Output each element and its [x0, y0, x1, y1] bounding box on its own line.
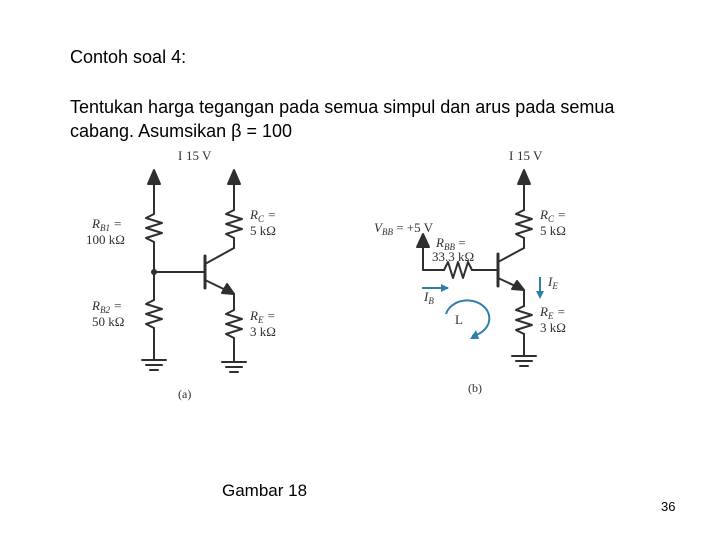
circuit-a-label: (a)	[178, 387, 191, 401]
question-line-2: cabang. Asumsikan β = 100	[70, 121, 292, 141]
svg-text:RC =: RC =	[539, 207, 566, 224]
supply-left-prefix: I	[178, 148, 182, 163]
svg-text:RE =: RE =	[249, 308, 275, 325]
rbb-sub: BB	[444, 242, 455, 252]
ground-b-icon	[511, 355, 537, 367]
loop-arrow-icon	[445, 299, 491, 337]
ie-name: I	[547, 274, 553, 289]
re-a-name: R	[249, 308, 258, 323]
rbb-value: 33.3 kΩ	[432, 249, 474, 264]
rb2-resistor-icon	[145, 299, 163, 329]
rb1-name: R	[91, 216, 100, 231]
circuit-b-label: (b)	[468, 381, 482, 395]
rb1-value: 100 kΩ	[86, 232, 125, 247]
supply-left-label: 15 V	[186, 148, 212, 163]
rbb-name: R	[435, 235, 444, 250]
svg-text:RC =: RC =	[249, 207, 276, 224]
ground-left-icon	[141, 359, 167, 371]
rb2-sub: B2	[100, 305, 110, 315]
re-a-sub: E	[257, 315, 264, 325]
loop-label: L	[455, 312, 463, 327]
svg-text:VBB = +5 V: VBB = +5 V	[374, 220, 434, 237]
svg-text:IE: IE	[547, 274, 558, 291]
rc-a-name: R	[249, 207, 258, 222]
rc-resistor-a-icon	[225, 209, 243, 239]
svg-text:RE =: RE =	[539, 304, 565, 321]
supply-b-label: 15 V	[517, 148, 543, 163]
svg-text:IB: IB	[423, 289, 434, 306]
page-number: 36	[661, 499, 676, 514]
rb2-value: 50 kΩ	[92, 314, 124, 329]
rc-b-name: R	[539, 207, 548, 222]
rc-resistor-b-icon	[515, 209, 533, 239]
supply-arrow-b-icon	[517, 169, 531, 185]
figure-caption: Gambar 18	[222, 481, 308, 500]
transistor-b-icon	[496, 247, 525, 291]
re-resistor-a-icon	[225, 309, 243, 339]
rc-a-sub: C	[258, 214, 265, 224]
re-resistor-b-icon	[515, 305, 533, 335]
rb1-resistor-icon	[145, 213, 163, 243]
vbb-name: V	[374, 220, 384, 235]
rc-b-value: 5 kΩ	[540, 223, 566, 238]
rbb-resistor-icon	[443, 261, 473, 279]
ground-right-icon	[221, 361, 247, 373]
vbb-arrow-icon	[416, 233, 430, 248]
re-b-value: 3 kΩ	[540, 320, 566, 335]
rc-b-sub: C	[548, 214, 555, 224]
ib-sub: B	[428, 296, 434, 306]
transistor-a-icon	[203, 247, 235, 295]
svg-text:RB1 =: RB1 =	[91, 216, 122, 233]
re-b-name: R	[539, 304, 548, 319]
rc-a-value: 5 kΩ	[250, 223, 276, 238]
question-line-1: Tentukan harga tegangan pada semua simpu…	[70, 97, 615, 117]
ie-sub: E	[551, 281, 558, 291]
vbb-value: +5 V	[407, 220, 434, 235]
supply-arrow-left-icon	[147, 169, 161, 185]
supply-b-prefix: I	[509, 148, 513, 163]
base-node-dot	[151, 269, 157, 275]
vbb-sub: BB	[382, 227, 393, 237]
rb2-name: R	[91, 298, 100, 313]
rb1-sub: B1	[100, 223, 110, 233]
svg-text:RB2 =: RB2 =	[91, 298, 122, 315]
supply-arrow-right-icon	[227, 169, 241, 185]
re-b-sub: E	[547, 311, 554, 321]
ib-name: I	[423, 289, 429, 304]
svg-text:RBB =: RBB =	[435, 235, 466, 252]
re-a-value: 3 kΩ	[250, 324, 276, 339]
slide-title: Contoh soal 4:	[70, 47, 187, 67]
